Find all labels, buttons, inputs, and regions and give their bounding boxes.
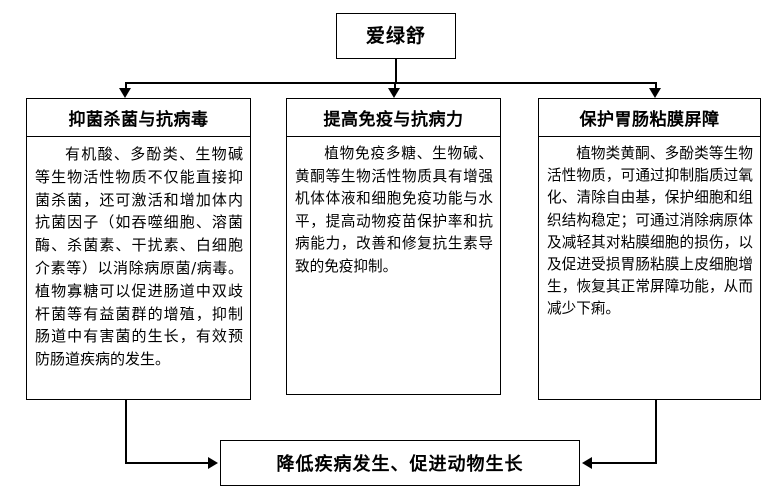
connector-drop-branch-1 <box>125 82 127 92</box>
connector-branch-3-down <box>655 400 657 464</box>
connector-branch-1-down <box>125 400 127 464</box>
connector-drop-branch-2 <box>394 82 396 92</box>
branch-node-antibacterial-antiviral[interactable]: 抑菌杀菌与抗病毒 有机酸、多酚类、生物碱等生物活性物质不仅能直接抑菌杀菌，还可激… <box>26 98 251 400</box>
branch-3-header: 保护胃肠粘膜屏障 <box>539 99 760 137</box>
branch-2-body: 植物免疫多糖、生物碱、黄酮等生物活性物质具有增强机体体液和细胞免疫功能与水平，提… <box>287 137 500 394</box>
connector-branch-3-left <box>590 462 656 464</box>
branch-node-gut-mucosal-barrier[interactable]: 保护胃肠粘膜屏障 植物类黄酮、多酚类等生物活性物质，可通过抑制脂质过氧化、清除自… <box>538 98 761 400</box>
root-node-label: 爱绿舒 <box>365 24 426 47</box>
arrowhead-right-result-icon <box>208 457 218 469</box>
connector-branch-1-right <box>125 462 210 464</box>
branch-3-body-text: 植物类黄酮、多酚类等生物活性物质，可通过抑制脂质过氧化、清除自由基，保护细胞和组… <box>547 145 753 318</box>
branch-1-header: 抑菌杀菌与抗病毒 <box>27 99 250 137</box>
branch-1-body: 有机酸、多酚类、生物碱等生物活性物质不仅能直接抑菌杀菌，还可激活和增加体内抗菌因… <box>27 137 250 399</box>
arrowhead-down-branch-2-icon <box>388 88 400 98</box>
branch-2-header: 提高免疫与抗病力 <box>287 99 500 137</box>
root-node-box[interactable]: 爱绿舒 <box>336 13 456 59</box>
branch-2-header-label: 提高免疫与抗病力 <box>323 110 464 130</box>
connector-horizontal-bus <box>125 82 656 84</box>
connector-drop-branch-3 <box>655 82 657 92</box>
result-node-box[interactable]: 降低疾病发生、促进动物生长 <box>220 440 580 486</box>
arrowhead-down-branch-1-icon <box>119 88 131 98</box>
branch-3-header-label: 保护胃肠粘膜屏障 <box>579 110 720 130</box>
result-node-label: 降低疾病发生、促进动物生长 <box>276 454 524 475</box>
arrowhead-down-branch-3-icon <box>649 88 661 98</box>
branch-1-body-text: 有机酸、多酚类、生物碱等生物活性物质不仅能直接抑菌杀菌，还可激活和增加体内抗菌因… <box>35 145 243 369</box>
arrowhead-left-result-icon <box>582 457 592 469</box>
branch-node-immunity-disease-resistance[interactable]: 提高免疫与抗病力 植物免疫多糖、生物碱、黄酮等生物活性物质具有增强机体体液和细胞… <box>286 98 501 395</box>
branch-1-header-label: 抑菌杀菌与抗病毒 <box>68 110 209 130</box>
connector-root-stem <box>395 59 397 83</box>
branch-2-body-text: 植物免疫多糖、生物碱、黄酮等生物活性物质具有增强机体体液和细胞免疫功能与水平，提… <box>295 145 493 276</box>
branch-3-body: 植物类黄酮、多酚类等生物活性物质，可通过抑制脂质过氧化、清除自由基，保护细胞和组… <box>539 137 760 399</box>
